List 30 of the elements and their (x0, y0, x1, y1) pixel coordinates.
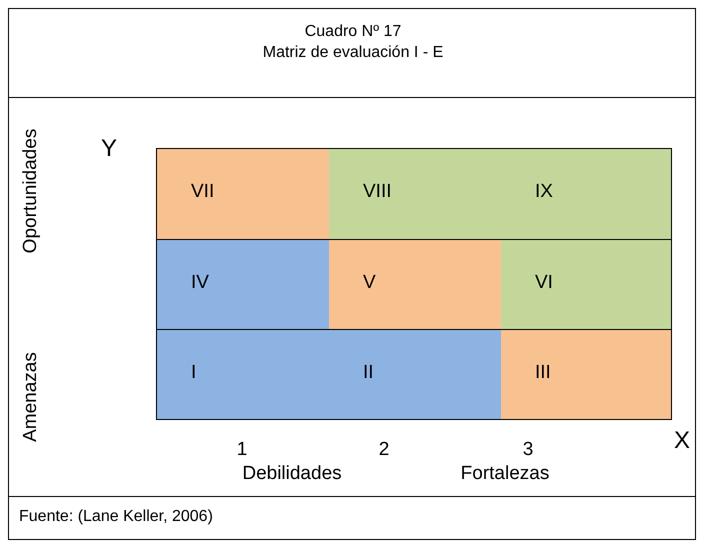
tick-label: 1 (236, 439, 248, 461)
matrix-cell (501, 148, 672, 240)
axis-label: Debilidades (242, 463, 342, 485)
matrix-cell (156, 148, 330, 240)
cell-label: III (535, 362, 551, 384)
matrix-cell (329, 329, 502, 420)
cell-label: V (363, 272, 376, 294)
cell-label: II (363, 362, 374, 384)
cell-label: IX (535, 181, 553, 204)
tick-label: 3 (522, 439, 534, 461)
matrix-cell (501, 329, 672, 420)
axis-letter: X (674, 427, 690, 455)
cell-label: IV (191, 272, 209, 294)
matrix-cell (501, 239, 672, 330)
title: Matriz de evaluación I - E (262, 44, 444, 62)
matrix-cell (156, 329, 330, 420)
axis-letter: Y (101, 135, 117, 163)
matrix-cell (329, 239, 502, 330)
table-number: Cuadro Nº 17 (304, 23, 402, 42)
matrix-cell (156, 239, 330, 330)
axis-label: Amenazas (20, 352, 42, 442)
matrix-cell (329, 148, 502, 240)
cell-label: VI (535, 272, 553, 294)
tick-label: 2 (378, 439, 390, 461)
axis-label: Oportunidades (20, 128, 42, 254)
source-note: Fuente: (Lane Keller, 2006) (19, 508, 213, 526)
cell-label: VIII (363, 181, 392, 204)
axis-label: Fortalezas (460, 463, 550, 485)
cell-label: VII (191, 181, 214, 204)
cell-label: I (191, 362, 196, 384)
